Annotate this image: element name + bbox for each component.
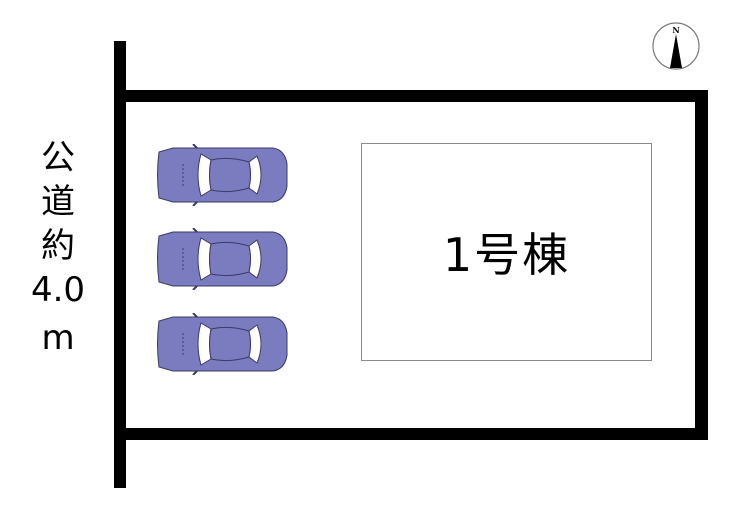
lot-boundary-top: [122, 90, 708, 102]
road-width-label: 公 道 約 4.0 m: [28, 136, 88, 360]
lot-boundary-right: [695, 90, 708, 440]
car-icon: [157, 228, 288, 290]
road-label-line-4: 4.0: [30, 270, 86, 310]
car-icon: [157, 313, 288, 375]
road-label-line-3: 約: [41, 226, 75, 266]
compass-north-label: N: [672, 25, 679, 35]
building-label: 1号棟: [442, 228, 571, 282]
road-label-line-1: 公: [41, 138, 75, 178]
road-label-line-5: m: [41, 318, 75, 358]
road-label-line-2: 道: [41, 182, 75, 222]
road-edge-line: [114, 41, 126, 488]
north-compass-icon: N: [652, 22, 700, 70]
lot-boundary-bottom: [122, 428, 708, 440]
building-footprint: 1号棟: [361, 143, 652, 361]
car-icon: [157, 144, 288, 206]
